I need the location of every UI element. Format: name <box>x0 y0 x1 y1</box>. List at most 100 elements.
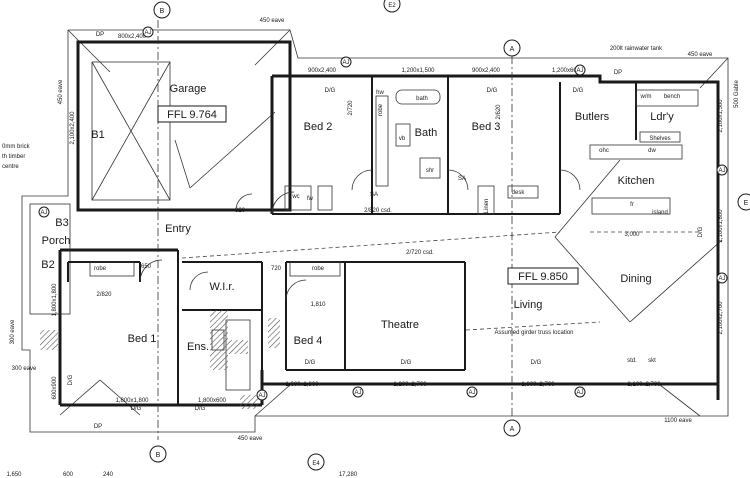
dg-bed1: D/G <box>131 406 142 412</box>
room-bed4: Bed 4 <box>294 335 323 347</box>
kitchen-island-label: island <box>652 210 668 216</box>
aj-bottom-3: AJ <box>468 390 475 396</box>
fw-label: fw <box>307 196 314 202</box>
sa-hall: SA <box>370 192 378 198</box>
room-entry: Entry <box>165 223 191 235</box>
sa-bed3: SA <box>458 176 466 182</box>
living-ffl-label: FFL 9.850 <box>518 271 568 283</box>
dim-720: 720 <box>271 266 282 272</box>
room-porch: Porch <box>42 235 71 247</box>
eave-left-a: 300 eave <box>10 319 16 344</box>
garage-cross <box>91 61 171 201</box>
window-annotations: 800x2,400 900x2,400 1,200x1,500 900x2,40… <box>52 34 724 404</box>
eave-bottom: 450 eave <box>238 436 263 442</box>
skt-label: skt <box>648 358 656 364</box>
dp-top: DP <box>96 32 104 38</box>
window-theatre-bottom: 1,200x2,700 <box>393 382 427 388</box>
robe-label: robe <box>378 103 384 116</box>
room-ensuite: Ens. <box>187 341 209 353</box>
csd-hall: 2/820 csd. <box>364 208 392 214</box>
dim-17280: 17,280 <box>339 472 358 478</box>
hatched-walls <box>40 310 280 409</box>
dim-2-720: 2/720 <box>348 100 354 116</box>
aj-top-3: AJ <box>576 68 583 74</box>
walls <box>29 40 720 407</box>
window-bed3-top: 900x2,400 <box>472 68 501 74</box>
aj-markers: AJ AJ AJ AJ AJ AJ AJ AJ AJ AJ <box>38 26 728 401</box>
dashed-lines <box>181 231 700 331</box>
girder-note: Assumed girder truss location <box>494 330 573 336</box>
marker-b-top-label: B <box>160 8 165 15</box>
room-b3: B3 <box>55 217 68 229</box>
dim-2-620: 2/620 <box>496 104 502 120</box>
eave-left-top: 450 eave <box>58 79 64 104</box>
window-bath-top: 1,200x1,500 <box>401 68 435 74</box>
aj-top-2: AJ <box>342 60 349 66</box>
dg-ens: D/G <box>195 406 206 412</box>
room-b1: B1 <box>91 129 104 141</box>
csd-living: 2/720 csd. <box>406 250 434 256</box>
dg-bed3: D/G <box>487 88 498 94</box>
eave-left-b: 300 eave <box>12 366 37 372</box>
doors <box>139 169 581 301</box>
dg-butlers: D/G <box>573 88 584 94</box>
eave-top-right: 450 eave <box>688 52 713 58</box>
room-theatre: Theatre <box>381 319 419 331</box>
bed4-robe-label: robe <box>312 266 325 272</box>
section-line-a <box>157 20 513 440</box>
elevation-marker-e-right: E <box>737 193 750 211</box>
elevation-marker-e4: E4 <box>307 453 325 471</box>
dishwasher-label: dw <box>648 148 656 154</box>
dim-2-820: 2/820 <box>96 292 112 298</box>
window-butlers-top: 1,200x600 <box>552 68 581 74</box>
window-right-mid: 2,100x1,800 <box>718 209 724 243</box>
bed1-robe-label: robe <box>94 266 107 272</box>
dim-bottom-left-c: 240 <box>103 472 114 478</box>
window-bed1-left: 1,800x1,800 <box>52 283 58 317</box>
shower-label: shr <box>426 168 434 174</box>
aj-bottom-2: AJ <box>354 390 361 396</box>
window-bed1-bottom: 1,800x1,800 <box>115 398 149 404</box>
room-dining: Dining <box>620 273 651 285</box>
dg-bed2: D/G <box>325 88 336 94</box>
gable-label: 500 Gable <box>734 80 740 108</box>
section-marker-b-bottom: B <box>149 445 167 463</box>
window-left-lower: 600x900 <box>52 376 58 400</box>
window-ens-bottom: 1,800x600 <box>198 398 227 404</box>
brick-note-a: 0mm brick <box>2 144 31 150</box>
aj-right-2: AJ <box>718 276 725 282</box>
aj-right-1: AJ <box>718 168 725 174</box>
bath-fixture-label: bath <box>416 96 428 102</box>
room-bath: Bath <box>415 127 438 139</box>
aj-top-1: AJ <box>144 30 151 36</box>
window-garage-top: 800x2,400 <box>118 34 147 40</box>
marker-e4-label: E4 <box>312 461 320 467</box>
marker-a-top-label: A <box>510 46 515 53</box>
dg-theatre: D/G <box>401 360 412 366</box>
marker-e-right-label: E <box>744 200 749 207</box>
living-ffl-box: FFL 9.850 <box>507 267 579 285</box>
aj-bottom-4: AJ <box>576 390 583 396</box>
washing-machine-label: w/m <box>640 94 652 100</box>
section-marker-a-bottom: A <box>503 419 521 437</box>
linen-label: Linen <box>484 199 490 214</box>
misc-annotations: 0mm brick th timber centre Assumed girde… <box>2 90 680 478</box>
dg-bed4: D/G <box>305 360 316 366</box>
dim-bottom-left-b: 600 <box>63 472 74 478</box>
dim-1810: 1,810 <box>310 302 326 308</box>
dim-bottom-left-a: 1,650 <box>6 472 22 478</box>
window-bed2-top: 900x2,400 <box>308 68 337 74</box>
room-kitchen: Kitchen <box>618 175 655 187</box>
room-labels: Garage B1 Bed 2 Bath Bed 3 Butlers Ldr'y… <box>41 83 674 353</box>
brick-note-c: centre <box>2 164 19 170</box>
window-garage-left: 2,100x2,400 <box>70 111 76 145</box>
rainwater-tank-label: 200lt rainwater tank <box>610 46 663 52</box>
marker-e2-label: E2 <box>388 3 396 9</box>
room-butlers: Butlers <box>575 111 610 123</box>
aj-left-1: AJ <box>40 210 47 216</box>
elevation-marker-e2: E2 <box>383 0 401 13</box>
room-garage: Garage <box>170 83 207 95</box>
room-bed3: Bed 3 <box>472 121 501 133</box>
window-bed4-bottom: 1,600x1,800 <box>285 382 319 388</box>
